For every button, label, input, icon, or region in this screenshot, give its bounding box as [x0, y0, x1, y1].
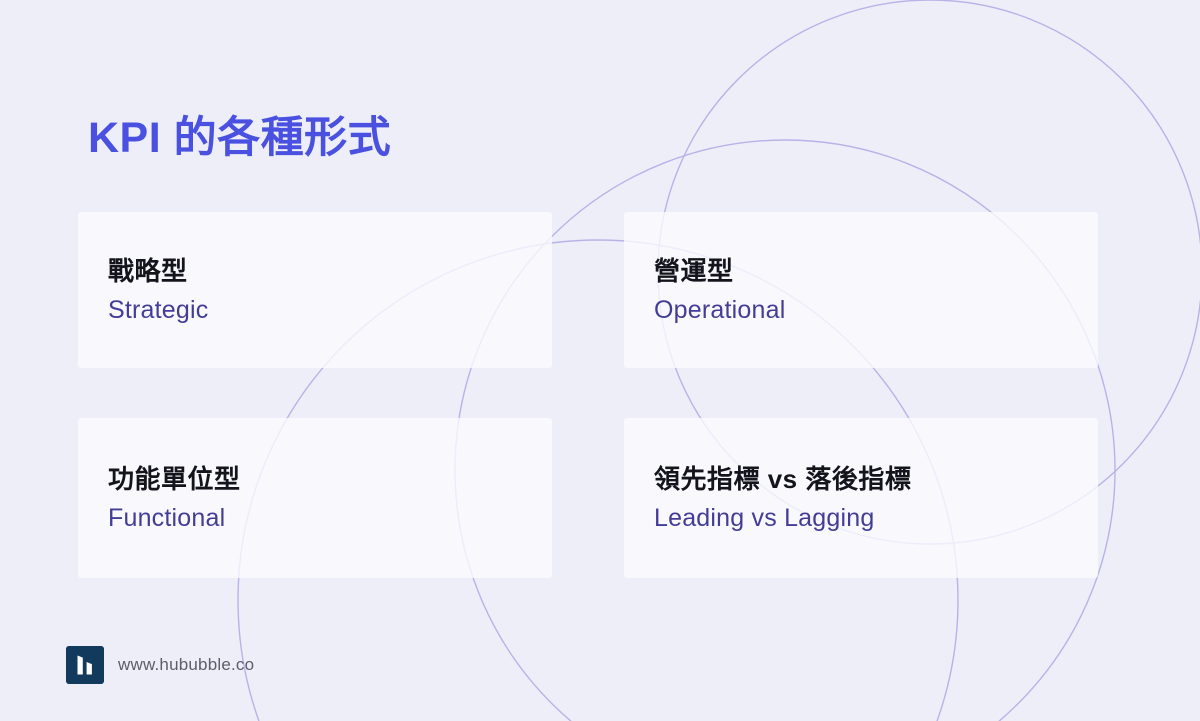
kpi-card-title-zh: 營運型: [654, 256, 734, 287]
hububble-logo-icon: [66, 646, 104, 684]
kpi-card-strategic[interactable]: 戰略型 Strategic: [78, 212, 552, 368]
kpi-card-functional[interactable]: 功能單位型 Functional: [78, 418, 552, 578]
kpi-card-title-en: Leading vs Lagging: [654, 503, 875, 532]
kpi-card-grid: 戰略型 Strategic 營運型 Operational 功能單位型 Func…: [78, 212, 1098, 578]
kpi-card-title-en: Functional: [108, 503, 226, 532]
kpi-card-title-en: Operational: [654, 295, 786, 324]
kpi-card-title-zh: 領先指標 vs 落後指標: [654, 464, 912, 495]
kpi-card-title-zh: 戰略型: [108, 256, 188, 287]
kpi-card-leading-vs-lagging[interactable]: 領先指標 vs 落後指標 Leading vs Lagging: [624, 418, 1098, 578]
kpi-card-title-zh: 功能單位型: [108, 464, 241, 495]
page-title: KPI 的各種形式: [88, 113, 392, 162]
footer-branding: www.hububble.co: [66, 646, 254, 684]
kpi-card-title-en: Strategic: [108, 295, 209, 324]
footer-url-label: www.hububble.co: [118, 655, 255, 674]
kpi-card-operational[interactable]: 營運型 Operational: [624, 212, 1098, 368]
